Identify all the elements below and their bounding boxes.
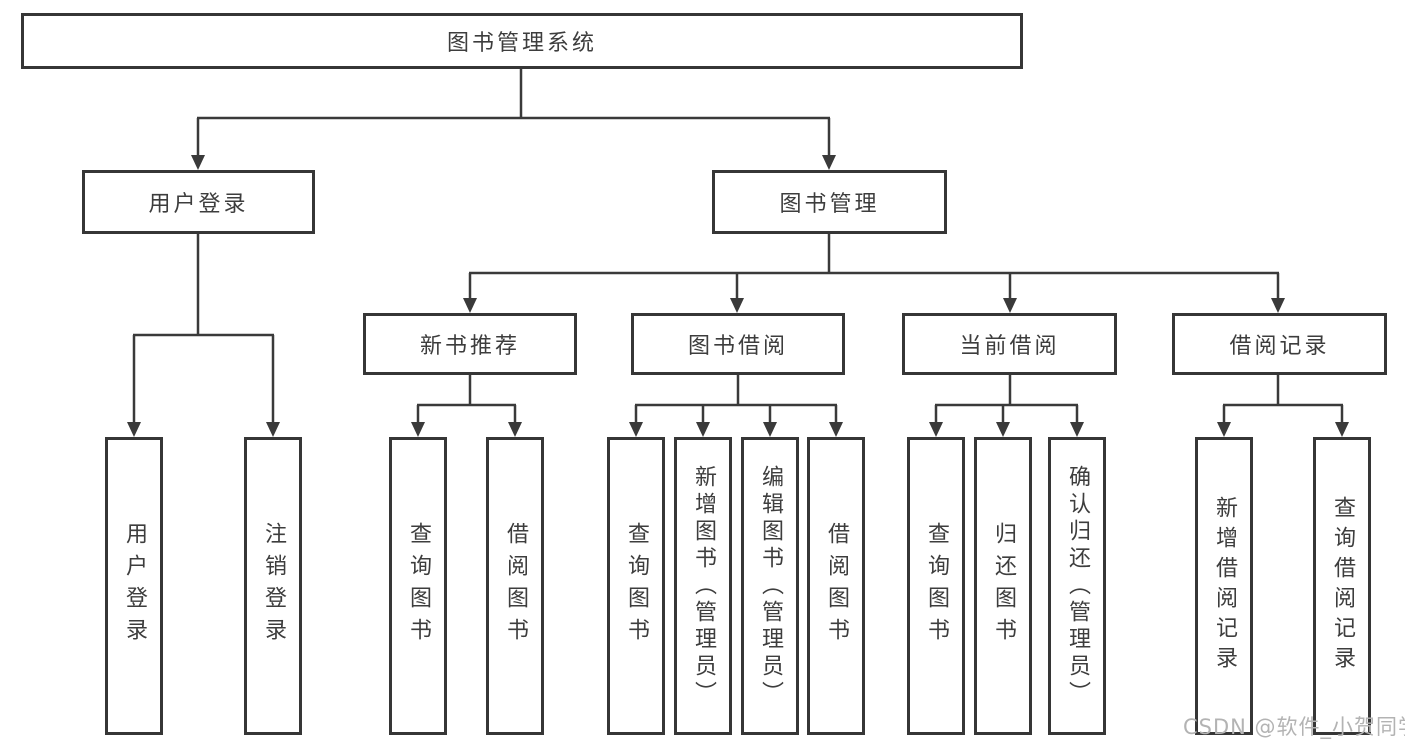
node-leaf-bb-borrow-books: 借阅图书 [807, 437, 865, 735]
node-user-login-label: 用户登录 [148, 192, 249, 217]
node-leaf-cb-confirm-return-admin: 确认归还（管理员） [1048, 437, 1106, 735]
node-leaf-br-add-record: 新增借阅记录 [1195, 437, 1253, 735]
node-leaf-br-query-record: 查询借阅记录 [1313, 437, 1371, 735]
node-leaf-cb-confirm-return-admin-label: 确认归还（管理员） [1065, 464, 1090, 708]
node-leaf-bb-edit-books-admin: 编辑图书（管理员） [741, 437, 799, 735]
node-leaf-nb-query-books: 查询图书 [389, 437, 447, 735]
node-leaf-cb-return-books: 归还图书 [974, 437, 1032, 735]
node-leaf-logout: 注销登录 [244, 437, 302, 735]
node-leaf-cb-query-books-label: 查询图书 [924, 522, 949, 650]
node-user-login: 用户登录 [82, 170, 315, 234]
node-library-system: 图书管理系统 [21, 13, 1023, 69]
node-leaf-bb-add-books-admin-label: 新增图书（管理员） [691, 464, 716, 708]
node-new-book-recommend-label: 新书推荐 [419, 334, 520, 359]
node-leaf-nb-query-books-label: 查询图书 [406, 522, 431, 650]
node-leaf-bb-query-books: 查询图书 [607, 437, 665, 735]
node-book-management-label: 图书管理 [779, 192, 880, 217]
node-leaf-user-login: 用户登录 [105, 437, 163, 735]
node-library-system-label: 图书管理系统 [446, 31, 597, 56]
node-leaf-bb-edit-books-admin-label: 编辑图书（管理员） [758, 464, 783, 708]
node-book-borrowing: 图书借阅 [631, 313, 845, 375]
node-leaf-nb-borrow-books: 借阅图书 [486, 437, 544, 735]
node-current-borrowing-label: 当前借阅 [959, 334, 1060, 359]
node-book-management: 图书管理 [712, 170, 947, 234]
node-leaf-logout-label: 注销登录 [261, 522, 286, 650]
node-leaf-cb-return-books-label: 归还图书 [991, 522, 1016, 650]
node-leaf-user-login-label: 用户登录 [122, 522, 147, 650]
node-leaf-bb-add-books-admin: 新增图书（管理员） [674, 437, 732, 735]
node-leaf-br-query-record-label: 查询借阅记录 [1330, 496, 1355, 676]
watermark-text: CSDN @软件_小贺同学 [1183, 715, 1405, 739]
node-leaf-nb-borrow-books-label: 借阅图书 [503, 522, 528, 650]
node-borrowing-records-label: 借阅记录 [1229, 334, 1330, 359]
node-leaf-bb-query-books-label: 查询图书 [624, 522, 649, 650]
node-leaf-br-add-record-label: 新增借阅记录 [1212, 496, 1237, 676]
node-leaf-cb-query-books: 查询图书 [907, 437, 965, 735]
node-leaf-bb-borrow-books-label: 借阅图书 [824, 522, 849, 650]
node-book-borrowing-label: 图书借阅 [687, 334, 788, 359]
node-borrowing-records: 借阅记录 [1172, 313, 1387, 375]
node-current-borrowing: 当前借阅 [902, 313, 1117, 375]
node-new-book-recommend: 新书推荐 [363, 313, 577, 375]
